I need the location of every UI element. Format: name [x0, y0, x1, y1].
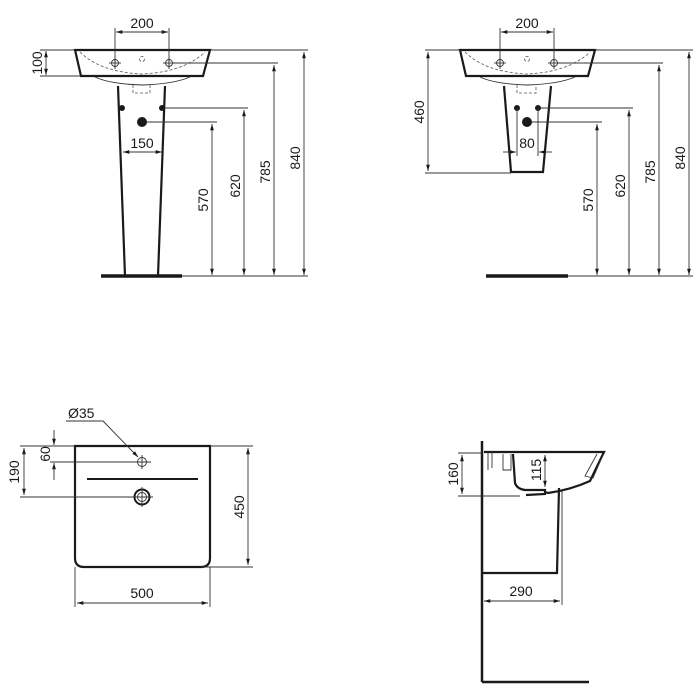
waste-hole [137, 117, 147, 127]
supply-hole-right [159, 105, 165, 111]
basin-bowl-hidden [79, 51, 206, 75]
basin-outline [73, 48, 212, 78]
dim-rim-height: 840 [672, 146, 688, 170]
trap-hidden [132, 85, 151, 94]
overflow-hole [139, 56, 145, 62]
dim-waste-offset: 190 [6, 460, 22, 484]
dim-tap-hole-offset: 60 [37, 446, 53, 462]
dim-depth: 450 [231, 495, 247, 519]
basin-underside [94, 76, 191, 86]
semi-pedestal-outline [502, 85, 553, 174]
dim-overall-depth: 160 [445, 462, 461, 486]
dim-tap-hole-diameter: Ø35 [68, 405, 95, 421]
dim-rim-height: 840 [287, 146, 303, 170]
front-view-semi-pedestal: 200 460 80 570 620 785 840 [411, 15, 693, 278]
supply-hole-left [119, 105, 125, 111]
dim-hole-spacing: 80 [519, 135, 535, 151]
dim-waste-height: 570 [580, 188, 596, 212]
dim-tap-height: 785 [642, 160, 658, 184]
semi-pedestal-side [483, 487, 561, 575]
overflow-hole [524, 56, 530, 62]
front-view-pedestal: 200 100 150 570 620 785 840 [29, 15, 308, 278]
dim-pedestal-hole-spacing: 150 [130, 135, 154, 151]
side-view: 160 115 290 [445, 441, 606, 684]
top-view: Ø35 60 190 450 500 [6, 405, 253, 607]
dim-tap-spacing: 200 [515, 15, 539, 31]
basin-underside [479, 76, 576, 86]
dim-waste-height: 570 [195, 188, 211, 212]
dim-bowl-depth: 115 [528, 459, 544, 482]
basin-bowl-hidden [464, 51, 591, 75]
trap-hidden [516, 85, 537, 94]
dim-tap-spacing: 200 [130, 15, 154, 31]
waste-hole [522, 117, 532, 127]
dim-tap-height: 785 [257, 160, 273, 184]
dim-semi-pedestal-height: 460 [411, 100, 427, 124]
bowl-profile [511, 453, 547, 497]
basin-outline [458, 48, 597, 78]
dim-projection: 290 [509, 583, 533, 599]
pedestal-outline [116, 85, 167, 277]
dim-width: 500 [130, 585, 154, 601]
waste-outlet [131, 487, 153, 507]
dim-basin-depth: 100 [29, 51, 45, 75]
basin-top-outline [73, 444, 212, 569]
basin-rim-profile [484, 450, 606, 495]
wall-bracket [487, 452, 493, 470]
tap-body-profile [502, 454, 512, 471]
dim-supply-height: 620 [227, 174, 243, 198]
dim-supply-height: 620 [612, 174, 628, 198]
basin-front-edge [584, 453, 604, 479]
